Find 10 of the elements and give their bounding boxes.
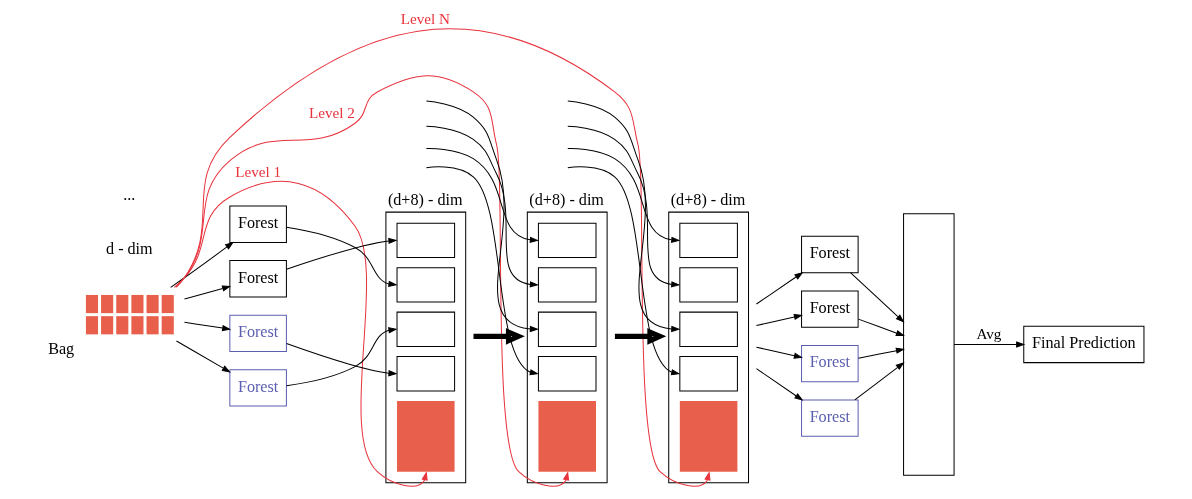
node-label: (d+8) - dim [670, 190, 746, 208]
label: ... [123, 185, 136, 203]
label: d - dim [106, 240, 153, 258]
node-label: Bag [48, 339, 75, 357]
edge-label: Level 2 [308, 104, 355, 122]
edge-label: Level 1 [235, 162, 282, 180]
edge-label: Avg [976, 325, 1002, 343]
edge-label: Level N [400, 10, 450, 28]
node-label: (d+8) - dim [387, 190, 463, 208]
node-label: (d+8) - dim [529, 190, 604, 208]
